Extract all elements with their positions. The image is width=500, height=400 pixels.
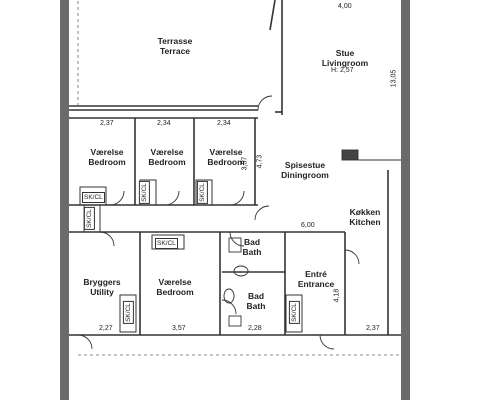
dim-living-width: 4,00 [338, 3, 352, 10]
entrance-label: Entré Entrance [288, 269, 344, 289]
closet-label-4: SK/CL [155, 238, 178, 249]
doors [77, 95, 360, 350]
living-name-da: Stue [335, 48, 355, 58]
dim-living-depth: 13,05 [390, 69, 398, 88]
utility-label: Bryggers Utility [72, 277, 132, 297]
dim-kitchen-width: 6,00 [301, 222, 315, 229]
bedroom3-name-da: Værelse [209, 147, 243, 157]
bedroom4-name-en: Bedroom [156, 287, 194, 297]
bedroom2-name-da: Værelse [150, 147, 184, 157]
closet-label-3: SK/CL [196, 181, 208, 204]
closet-label-7: SK/CL [288, 301, 300, 324]
fixtures [223, 149, 401, 327]
bath1-label: Bad Bath [237, 237, 267, 257]
bedroom2-label: Værelse Bedroom [136, 147, 198, 167]
bath2-label: Bad Bath [241, 291, 271, 311]
living-label: Stue Livingroom [310, 48, 380, 68]
kitchen-name-da: Køkken [349, 207, 381, 217]
bedroom1-name-en: Bedroom [88, 157, 126, 167]
bedroom1-name-da: Værelse [90, 147, 124, 157]
entrance-name-en: Entrance [297, 279, 335, 289]
closet-label-1: SK/CL [82, 192, 105, 203]
dim-bath-width: 2,28 [248, 325, 262, 332]
bedroom1-label: Værelse Bedroom [77, 147, 137, 167]
outer-walls [60, 0, 410, 400]
dining-name-en: Diningroom [281, 170, 329, 180]
dim-bed3-depth-a: 3,57 [241, 156, 249, 171]
living-name-en: Livingroom [321, 58, 369, 68]
terrace-name-en: Terrace [159, 46, 191, 56]
entrance-name-da: Entré [305, 269, 327, 279]
closet-label-5: SK/CL [83, 207, 95, 230]
bath1-name-en: Bath [242, 247, 262, 257]
dim-bed2-width: 2,34 [157, 120, 171, 127]
interior-walls [69, 0, 401, 336]
bedroom2-name-en: Bedroom [148, 157, 186, 167]
bedroom3-label: Værelse Bedroom [195, 147, 257, 167]
living-height: H: 2,57 [331, 67, 354, 74]
utility-name-en: Utility [90, 287, 114, 297]
dim-bed3-depth-b: 4,73 [256, 154, 264, 169]
dim-utility-width: 2,27 [99, 325, 113, 332]
closet-label-2: SK/CL [138, 181, 150, 204]
bedroom4-label: Værelse Bedroom [140, 277, 210, 297]
dim-entrance-depth: 4,18 [333, 288, 341, 303]
bath2-name-da: Bad [247, 291, 265, 301]
dim-bed4-width: 3,57 [172, 325, 186, 332]
kitchen-name-en: Kitchen [349, 217, 381, 227]
utility-name-da: Bryggers [83, 277, 121, 287]
bath1-name-da: Bad [243, 237, 261, 247]
terrace-name-da: Terrasse [157, 36, 193, 46]
dining-name-da: Spisestue [284, 160, 326, 170]
bedroom4-name-da: Værelse [158, 277, 192, 287]
kitchen-label: Køkken Kitchen [340, 207, 390, 227]
dim-bed3-width: 2,34 [217, 120, 231, 127]
bath2-name-en: Bath [246, 301, 266, 311]
dining-label: Spisestue Diningroom [270, 160, 340, 180]
closet-label-6: SK/CL [122, 301, 134, 324]
bedroom3-name-en: Bedroom [207, 157, 245, 167]
dim-bed1-width: 2,37 [100, 120, 114, 127]
dim-entrance-width: 2,37 [366, 325, 380, 332]
terrace-label: Terrasse Terrace [140, 36, 210, 56]
